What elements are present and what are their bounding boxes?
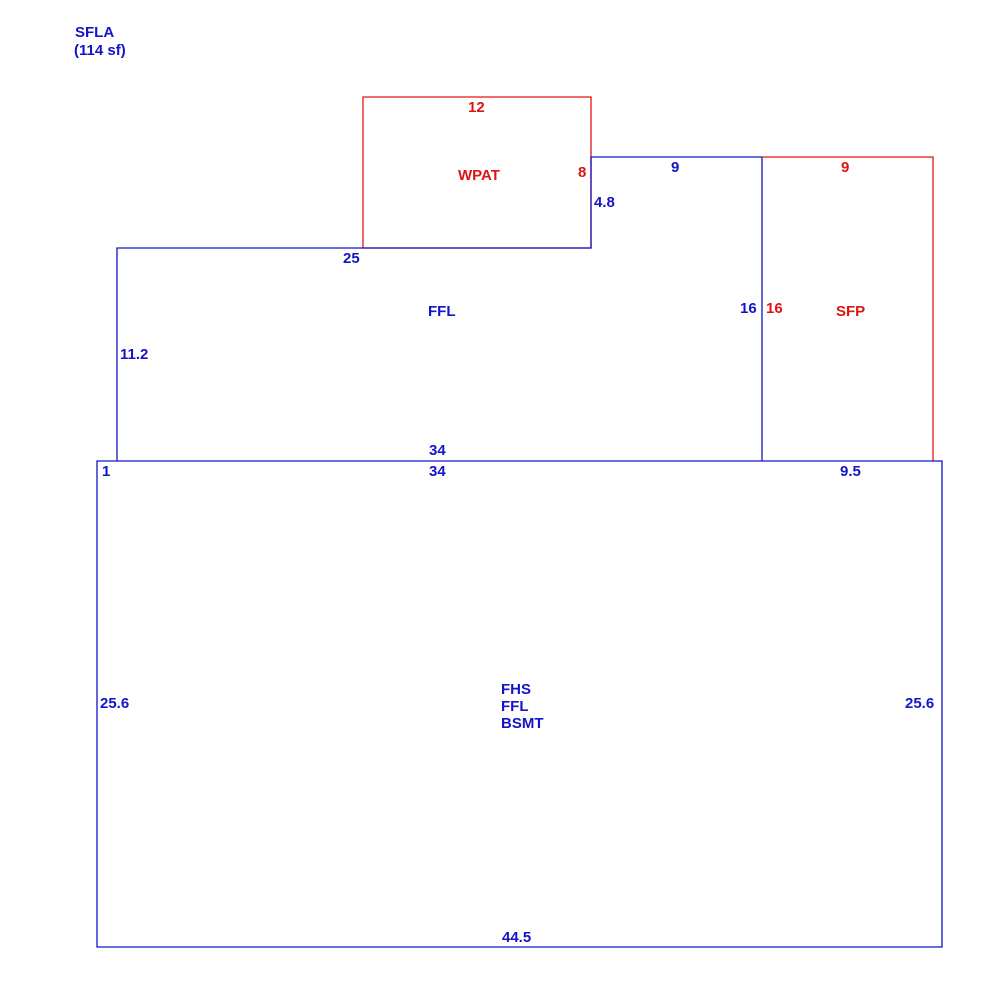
sketch-title: SFLA	[75, 24, 114, 41]
main-dim-bottom: 44.5	[502, 929, 531, 946]
ffl-dim-right: 16	[740, 300, 757, 317]
sfp-dim-left: 16	[766, 300, 783, 317]
main-dim-top-left: 1	[102, 463, 110, 480]
main-dim-top: 34	[429, 463, 446, 480]
main-dim-left: 25.6	[100, 695, 129, 712]
wpat-dim-top: 12	[468, 99, 485, 116]
ffl-dim-notch-side: 4.8	[594, 194, 615, 211]
ffl-dim-top: 25	[343, 250, 360, 267]
sfp-outline	[762, 156, 934, 461]
ffl-dim-left: 11.2	[120, 346, 148, 363]
sfp-label: SFP	[836, 303, 865, 320]
ffl-dim-notch-top: 9	[671, 159, 679, 176]
main-outline	[96, 460, 943, 948]
main-label-bsmt: BSMT	[501, 715, 544, 732]
sfp-dim-top: 9	[841, 159, 849, 176]
main-label-fhs: FHS	[501, 681, 531, 698]
wpat-label: WPAT	[458, 167, 500, 184]
wpat-dim-right: 8	[578, 164, 586, 181]
main-label-ffl: FFL	[501, 698, 529, 715]
sfp-dim-bottom: 9.5	[840, 463, 861, 480]
ffl-upper-outline	[116, 156, 763, 461]
main-dim-right: 25.6	[905, 695, 934, 712]
ffl-dim-bottom: 34	[429, 442, 446, 459]
sketch-area-total: (114 sf)	[74, 42, 126, 59]
ffl-upper-label: FFL	[428, 303, 456, 320]
